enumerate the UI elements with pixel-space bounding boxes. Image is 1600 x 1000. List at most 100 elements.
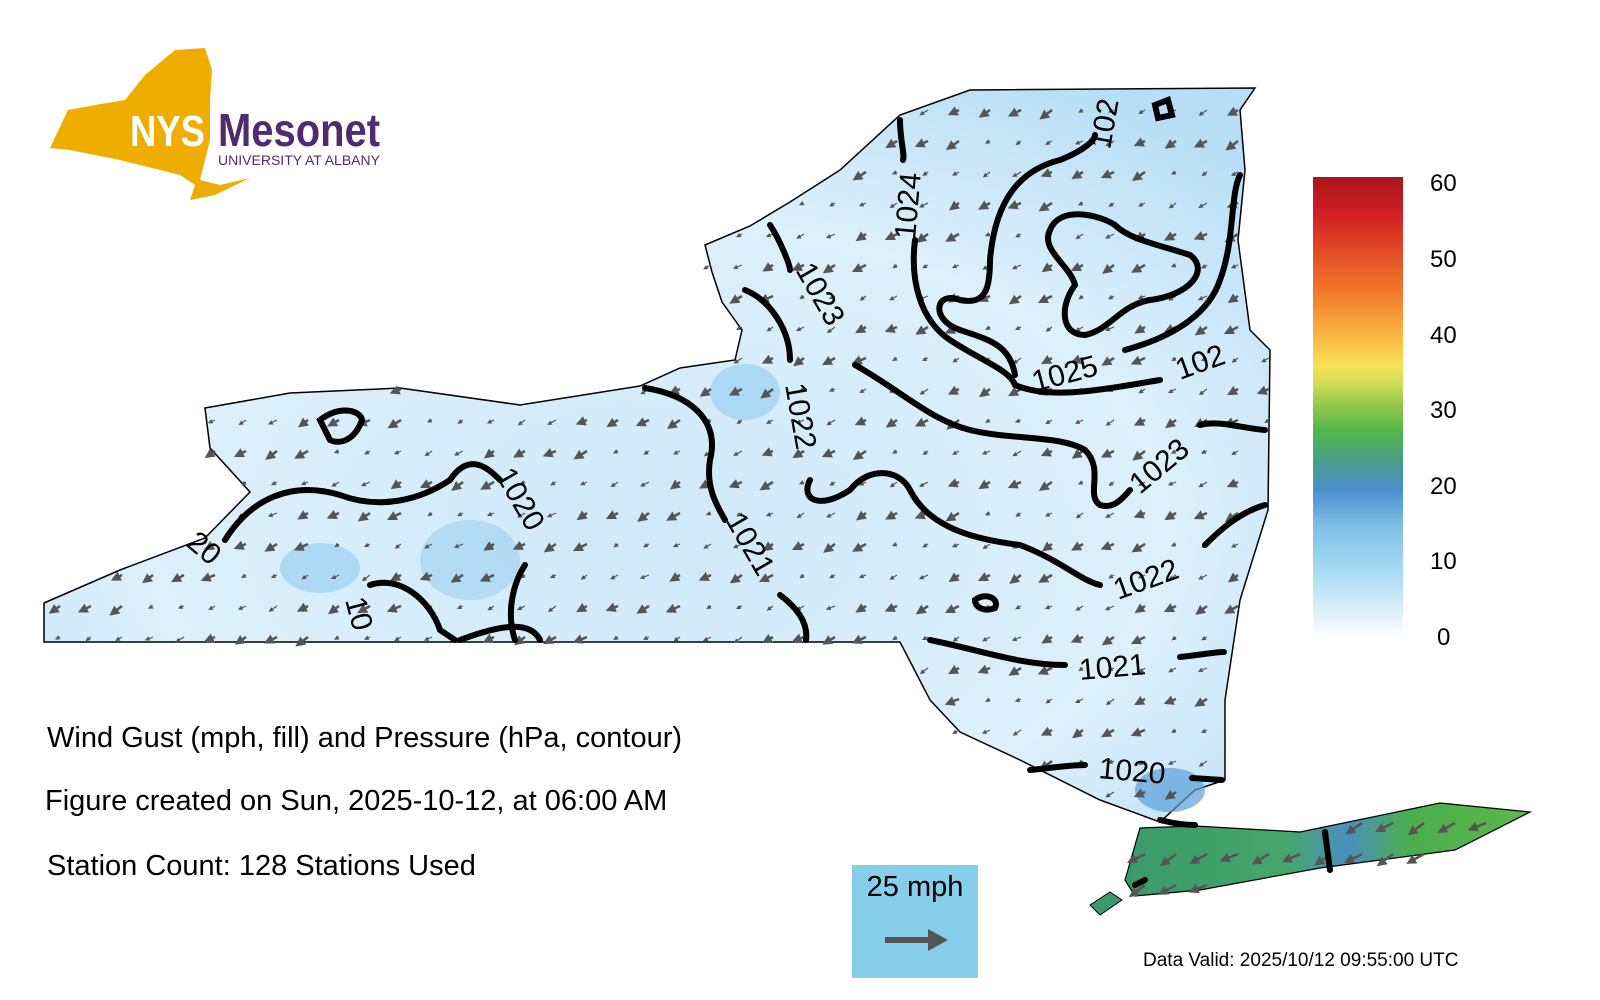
wind-arrow (333, 449, 340, 454)
wind-arrow (922, 263, 929, 269)
wind-arrow (1138, 481, 1146, 486)
wind-arrow (1171, 635, 1177, 641)
wind-arrow (1012, 450, 1022, 457)
wind-arrow (919, 388, 929, 395)
wind-arrow (1219, 852, 1239, 863)
wind-arrow (919, 667, 929, 675)
wind-arrow (48, 603, 61, 614)
wind-arrow (1075, 605, 1084, 611)
wind-arrow (610, 574, 619, 580)
wind-arrow (301, 574, 309, 580)
wind-arrow (921, 356, 929, 361)
wind-arrow (1045, 140, 1053, 145)
wind-arrow (1075, 512, 1084, 519)
wind-arrow (606, 417, 619, 428)
wind-arrow (758, 573, 774, 583)
wind-arrow (1104, 605, 1115, 611)
wind-arrow (825, 605, 836, 611)
wind-arrow (891, 170, 898, 175)
wind-arrow (951, 263, 960, 269)
figure-title: Wind Gust (mph, fill) and Pressure (hPa,… (47, 722, 683, 754)
wind-arrow (640, 481, 650, 487)
wind-arrow (547, 419, 557, 425)
wind-arrow (426, 418, 433, 423)
wind-arrow (639, 574, 650, 580)
wind-arrow (984, 511, 991, 516)
wind-arrow (1134, 324, 1146, 334)
wind-arrow (1131, 263, 1146, 273)
wind-arrow (1075, 233, 1084, 240)
wind-arrow (822, 355, 836, 366)
wind-arrow (1045, 698, 1053, 704)
wind-arrow (487, 419, 495, 424)
wind-arrow (115, 636, 123, 641)
wind-arrow (110, 571, 123, 581)
wind-arrow (1040, 726, 1053, 736)
wind-arrow (733, 357, 743, 364)
wind-arrow (547, 605, 557, 613)
wind-arrow (550, 480, 557, 486)
wind-arrow (1134, 695, 1146, 706)
wind-arrow (918, 574, 929, 580)
wind-arrow (334, 542, 340, 548)
wind-arrow (859, 388, 867, 394)
figure-created: Figure created on Sun, 2025-10-12, at 06… (45, 785, 668, 817)
wind-arrow (233, 540, 247, 550)
wind-arrow (829, 481, 836, 486)
wind-arrow (363, 542, 371, 548)
wind-arrow (821, 448, 836, 458)
wind-arrow (394, 636, 402, 642)
wind-arrow (357, 603, 371, 614)
wind-arrow (1070, 354, 1084, 364)
wind-arrow (419, 479, 433, 489)
wind-arrow (572, 542, 588, 552)
wind-arrow (792, 448, 805, 459)
wind-arrow (1193, 230, 1208, 241)
wind-arrow (1012, 171, 1022, 177)
wind-arrow (294, 449, 309, 459)
wind-arrow (977, 572, 991, 582)
wind-arrow (451, 480, 464, 491)
wind-arrow (264, 542, 278, 552)
wind-arrow (791, 633, 805, 643)
wind-arrow (825, 233, 836, 239)
wind-arrow (1226, 478, 1239, 488)
wind-arrow (1108, 202, 1115, 207)
wind-arrow (1100, 169, 1115, 179)
wind-scale-legend: 25 mph (852, 865, 978, 978)
contour-label: 1024 (889, 171, 928, 240)
wind-arrow (884, 323, 898, 333)
wind-arrow (985, 697, 991, 702)
wind-arrow (1131, 542, 1146, 553)
wind-arrow (761, 354, 774, 364)
wind-arrow (1011, 636, 1022, 642)
wind-arrow (858, 573, 867, 579)
wind-arrow (1105, 140, 1115, 147)
wind-arrow (331, 481, 340, 487)
wind-arrow (1226, 106, 1239, 116)
wind-arrow (666, 511, 681, 521)
wind-arrow (204, 448, 216, 459)
wind-arrow (858, 202, 867, 207)
wind-arrow (1070, 633, 1084, 643)
wind-arrow (456, 604, 464, 609)
wind-arrow (512, 540, 526, 550)
staten-island (1089, 891, 1123, 916)
wind-arrow (573, 449, 588, 460)
wind-arrow (736, 511, 743, 517)
logo-mesonet: Mesonet (218, 104, 380, 156)
wind-arrow (360, 481, 371, 487)
wind-arrow (822, 635, 836, 645)
wind-arrow (947, 106, 960, 116)
wind-arrow (1075, 326, 1084, 332)
wind-arrow (363, 635, 371, 640)
wind-arrow (796, 326, 805, 331)
wind-arrow (1164, 510, 1177, 521)
wind-arrow (826, 419, 836, 426)
wind-arrow (238, 419, 247, 426)
wind-arrow (982, 171, 991, 178)
wind-arrow (1170, 263, 1177, 268)
wind-arrow (1126, 852, 1146, 864)
wind-arrow (1130, 727, 1146, 737)
wind-arrow (1198, 481, 1208, 488)
